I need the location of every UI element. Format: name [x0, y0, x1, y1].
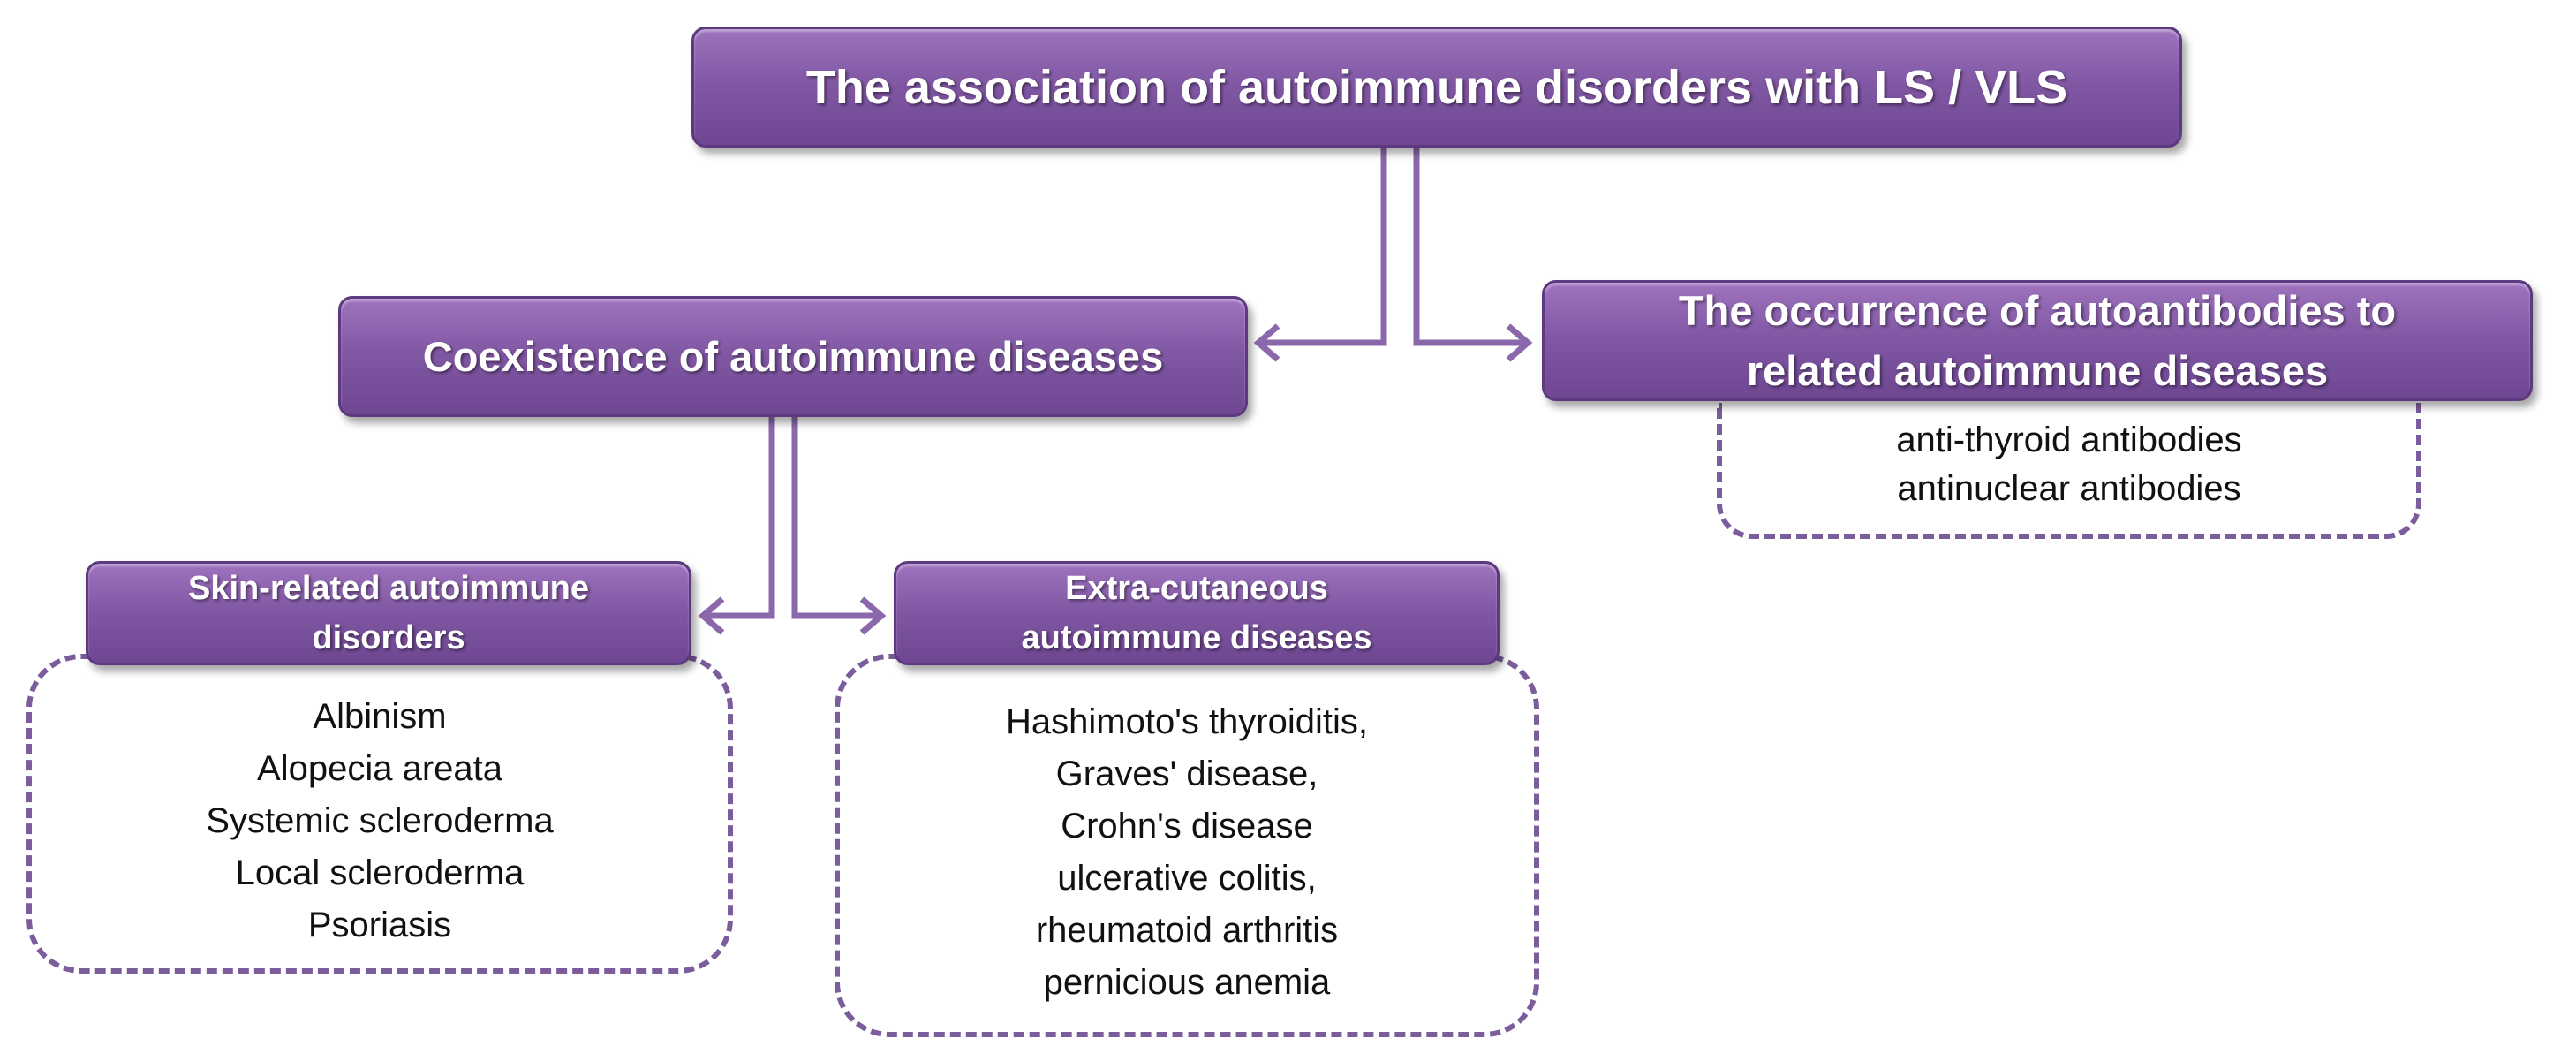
extra-cutaneous-box: Extra-cutaneous autoimmune diseases [894, 561, 1500, 665]
list-item: Crohn's disease [1061, 807, 1313, 845]
extra-cutaneous-list: Hashimoto's thyroiditis, Graves' disease… [835, 654, 1539, 1037]
skin-label-line: Skin-related autoimmune [188, 570, 589, 607]
main-title: The association of autoimmune disorders … [805, 60, 2068, 114]
connector-to-extra [791, 415, 881, 619]
main-title-box: The association of autoimmune disorders … [691, 27, 2182, 148]
coexistence-label: Coexistence of autoimmune diseases [422, 333, 1164, 380]
autoantibodies-box: The occurrence of autoantibodies to rela… [1542, 280, 2533, 401]
coexistence-box: Coexistence of autoimmune diseases [338, 296, 1248, 417]
skin-label-line: disorders [312, 619, 465, 656]
arrowhead-coexistence [1253, 323, 1280, 362]
autoantibodies-list: anti-thyroid antibodies antinuclear anti… [1717, 403, 2421, 539]
connector-to-coexistence [1258, 134, 1387, 346]
skin-disorders-box: Skin-related autoimmune disorders [86, 561, 691, 665]
list-item: pernicious anemia [1043, 963, 1331, 1002]
list-item: Alopecia areata [257, 749, 502, 788]
list-item: Albinism [313, 697, 447, 736]
list-item: Systemic scleroderma [206, 801, 554, 840]
list-item: anti-thyroid antibodies [1896, 421, 2242, 459]
autoantibodies-label-line: The occurrence of autoantibodies to [1678, 286, 2397, 334]
autoantibodies-label-line: related autoimmune diseases [1746, 346, 2329, 394]
list-item: Local scleroderma [235, 853, 525, 892]
extra-label-line: Extra-cutaneous [1065, 570, 1328, 607]
skin-disorders-list: Albinism Alopecia areata Systemic sclero… [26, 654, 733, 974]
list-item: rheumatoid arthritis [1035, 911, 1339, 950]
list-item: Graves' disease, [1055, 754, 1318, 793]
arrowhead-skin [698, 596, 725, 635]
connector-to-skin [703, 415, 775, 619]
list-item: ulcerative colitis, [1057, 859, 1317, 898]
arrowhead-autoantibodies [1506, 323, 1533, 362]
connector-to-autoantibodies [1413, 134, 1528, 346]
list-item: Hashimoto's thyroiditis, [1006, 702, 1368, 741]
extra-label-line: autoimmune diseases [1021, 619, 1372, 656]
arrowhead-extra [859, 596, 887, 635]
list-item: antinuclear antibodies [1897, 469, 2241, 508]
list-item: Psoriasis [307, 906, 452, 944]
